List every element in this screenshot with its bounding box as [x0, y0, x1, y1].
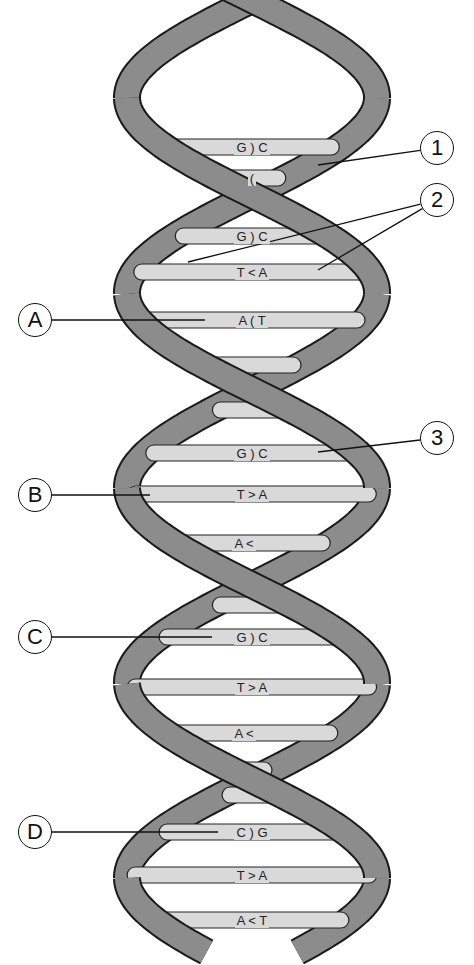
backbone-outline: [127, 488, 377, 684]
base-pair-rod: [127, 679, 376, 695]
callout-circle: 2: [420, 183, 454, 217]
base-pair-rod: [134, 264, 370, 280]
callout-number: D: [27, 820, 43, 844]
callout-circle: 1: [420, 131, 454, 165]
base-pair-label: A ( T: [236, 313, 267, 328]
backbone-outline: [127, 488, 377, 684]
leader-line: [52, 494, 150, 495]
base-pair-label: G ) C: [234, 140, 269, 155]
sugar-phosphate-backbone: [127, 294, 377, 488]
callout-circle: B: [18, 478, 52, 512]
callout-number: A: [28, 308, 43, 332]
base-pair-label: T > A: [235, 487, 269, 502]
base-pair-label: G ) C: [234, 229, 269, 244]
sugar-phosphate-backbone: [127, 98, 377, 294]
sugar-phosphate-backbone: [127, 488, 377, 684]
leader-line: [318, 440, 420, 452]
base-pair-label: G ) C: [234, 446, 269, 461]
sugar-phosphate-backbone: [127, 98, 377, 294]
leader-line: [52, 319, 205, 320]
leader-line: [52, 831, 218, 832]
base-pair-label: T < A: [235, 265, 269, 280]
leader-line: [52, 636, 212, 637]
leader-line: [318, 209, 422, 270]
backbone-outline: [127, 294, 377, 488]
backbone-outline: [127, 684, 377, 878]
base-pair-label: A <: [232, 536, 255, 551]
base-pair-label: C ) G: [234, 825, 269, 840]
backbone-outline: [127, 878, 207, 952]
sugar-phosphate-backbone: [127, 294, 377, 488]
sugar-phosphate-backbone: [127, 684, 377, 878]
base-pair-label: A <: [232, 726, 255, 741]
backbone-outline: [228, 0, 377, 98]
base-pair-label: A < T: [235, 913, 269, 928]
backbone-outline: [127, 684, 377, 878]
callout-number: B: [28, 483, 43, 507]
base-pair-rod: [146, 445, 358, 461]
callout-circle: D: [18, 815, 52, 849]
base-pair-label: T > A: [235, 680, 269, 695]
base-pair-label: T > A: [235, 868, 269, 883]
sugar-phosphate-backbone: [127, 684, 377, 878]
sugar-phosphate-backbone: [228, 0, 377, 98]
callout-circle: 3: [420, 421, 454, 455]
backbone-outline: [127, 98, 377, 294]
leader-line: [318, 150, 420, 165]
callout-number: C: [27, 625, 43, 649]
callout-number: 3: [431, 426, 443, 450]
backbone-outline: [127, 98, 377, 294]
base-pair-label: G ) C: [234, 630, 269, 645]
leader-line: [188, 204, 421, 262]
sugar-phosphate-backbone: [127, 488, 377, 684]
callout-number: 1: [431, 136, 443, 160]
callout-circle: C: [18, 620, 52, 654]
base-pair-label: (: [248, 171, 256, 186]
sugar-phosphate-backbone: [127, 878, 207, 952]
base-pair-rod: [128, 486, 377, 502]
base-pair-rod: [127, 867, 377, 883]
callout-circle: A: [18, 303, 52, 337]
backbone-outline: [127, 294, 377, 488]
callout-number: 2: [431, 188, 443, 212]
